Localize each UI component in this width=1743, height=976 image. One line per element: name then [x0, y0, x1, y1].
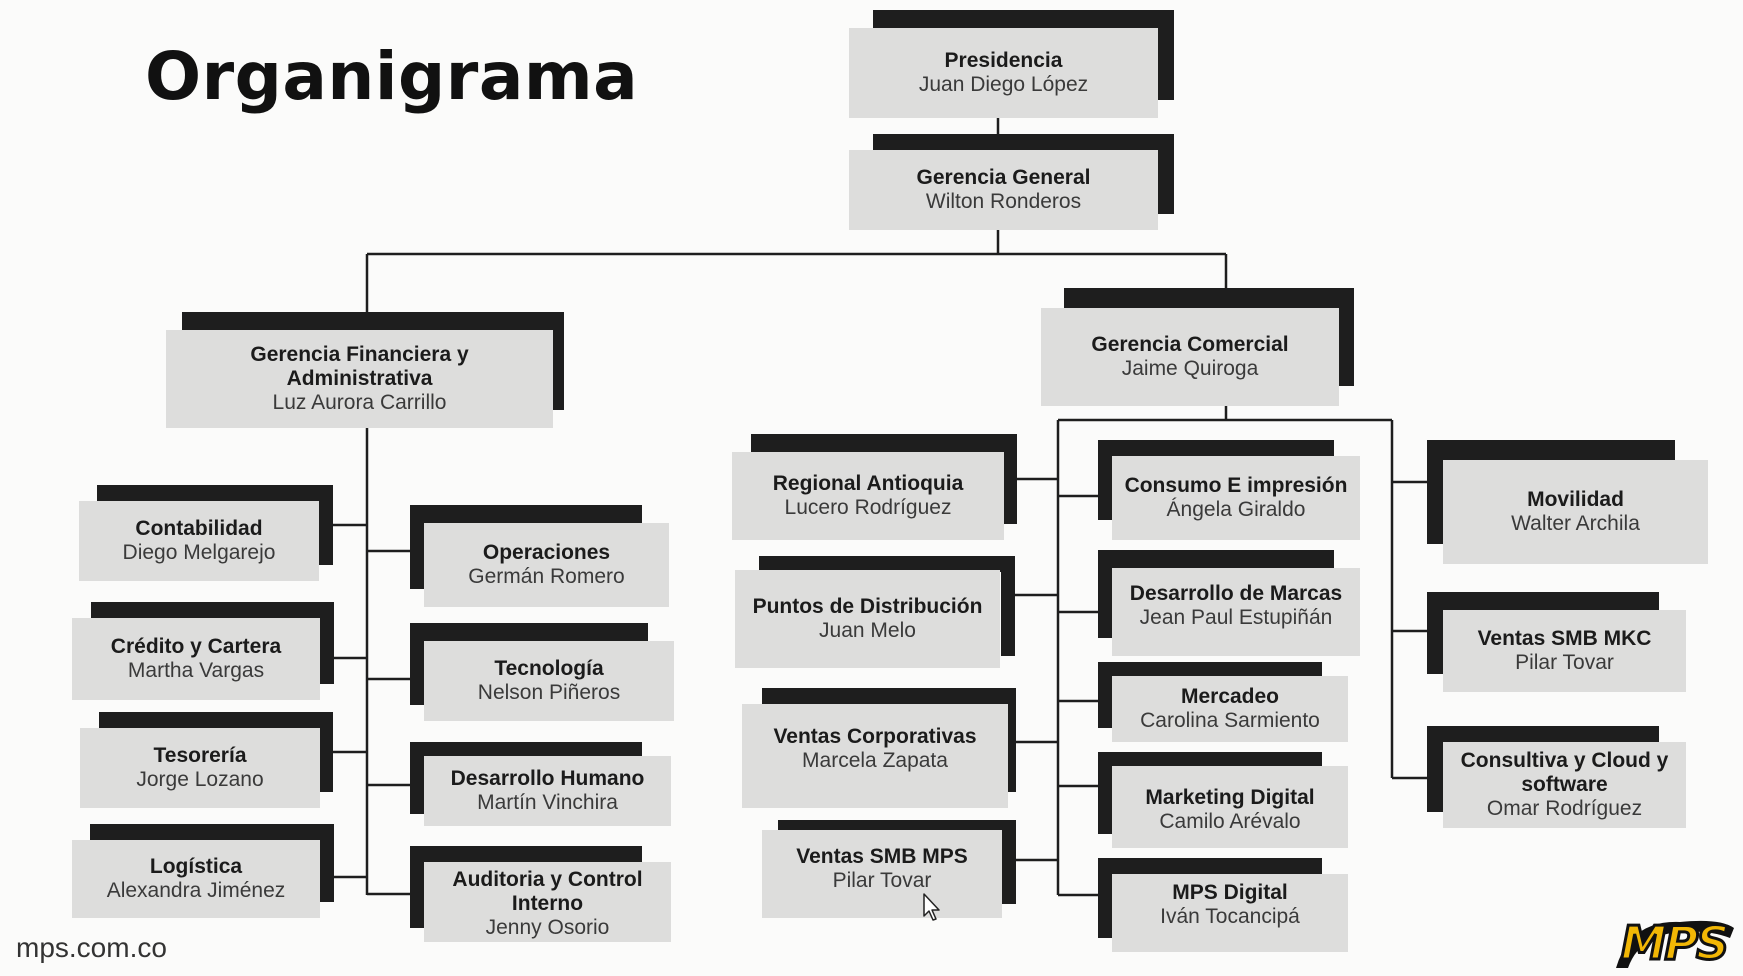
- role-label: Movilidad: [1527, 487, 1624, 511]
- role-label: Regional Antioquia: [772, 471, 964, 495]
- role-label: Gerencia General: [916, 165, 1091, 189]
- website-url: mps.com.co: [16, 932, 167, 963]
- role-label: Consumo E impresión: [1124, 473, 1348, 497]
- role-label: MPS Digital: [1172, 880, 1288, 904]
- role-label: Puntos de Distribución: [752, 594, 983, 618]
- person-name: Walter Archila: [1511, 512, 1640, 535]
- person-name: Martín Vinchira: [477, 791, 618, 814]
- person-name: Lucero Rodríguez: [784, 496, 952, 519]
- role-label: Logística: [149, 854, 243, 878]
- role-label: Crédito y Cartera: [110, 634, 282, 658]
- role-label: Contabilidad: [135, 516, 263, 540]
- person-name: Pilar Tovar: [1515, 651, 1614, 674]
- mps-logo: MPS: [1610, 912, 1738, 974]
- role-label: Ventas SMB MPS: [796, 844, 968, 868]
- person-name: Jean Paul Estupiñán: [1139, 606, 1333, 629]
- person-name: Martha Vargas: [127, 659, 265, 682]
- role-label: Marketing Digital: [1145, 785, 1315, 809]
- role-label: Gerencia Comercial: [1091, 332, 1289, 356]
- person-name: Diego Melgarejo: [122, 541, 276, 564]
- person-name: Nelson Piñeros: [477, 681, 621, 704]
- person-name: Camilo Arévalo: [1159, 810, 1301, 833]
- role-label: Consultiva y Cloud y software: [1460, 748, 1669, 796]
- mouse-cursor-icon: [923, 893, 940, 921]
- person-name: Jorge Lozano: [136, 768, 264, 791]
- person-name: Marcela Zapata: [802, 749, 948, 772]
- role-label: Ventas Corporativas: [773, 724, 977, 748]
- person-name: Juan Melo: [819, 619, 916, 642]
- page-title: Organigrama: [145, 38, 639, 115]
- person-name: Juan Diego López: [918, 73, 1089, 96]
- person-name: Carolina Sarmiento: [1140, 709, 1320, 732]
- role-label: Gerencia Financiera y Administrativa: [250, 342, 469, 390]
- role-label: Desarrollo de Marcas: [1129, 581, 1343, 605]
- role-label: Desarrollo Humano: [450, 766, 645, 790]
- logo-text: MPS: [1619, 915, 1731, 972]
- role-label: Tesorería: [153, 743, 247, 767]
- role-label: Operaciones: [482, 540, 611, 564]
- role-label: Mercadeo: [1180, 684, 1280, 708]
- role-label: Ventas SMB MKC: [1477, 626, 1652, 650]
- person-name: Pilar Tovar: [832, 869, 932, 892]
- person-name: Jenny Osorio: [485, 916, 610, 940]
- person-name: Iván Tocancipá: [1160, 905, 1300, 928]
- person-name: Jaime Quiroga: [1121, 357, 1259, 380]
- role-label: Presidencia: [944, 48, 1063, 72]
- role-label: Auditoria y Control Interno: [452, 867, 643, 915]
- person-name: Germán Romero: [468, 565, 625, 588]
- person-name: Luz Aurora Carrillo: [272, 391, 447, 415]
- role-label: Tecnología: [494, 656, 604, 680]
- person-name: Alexandra Jiménez: [106, 879, 286, 902]
- person-name: Omar Rodríguez: [1486, 797, 1643, 821]
- person-name: Ángela Giraldo: [1166, 498, 1306, 521]
- person-name: Wilton Ronderos: [925, 190, 1082, 213]
